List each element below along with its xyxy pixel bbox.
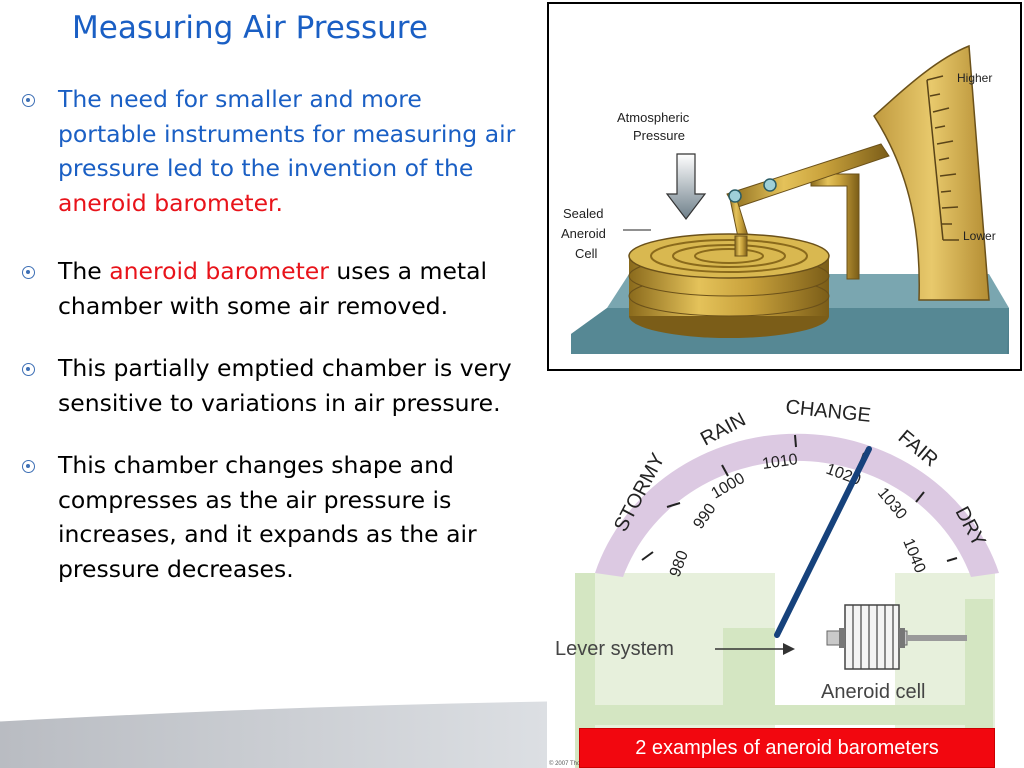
slide-title: Measuring Air Pressure [72, 10, 428, 46]
dial-barometer-diagram: STORMY RAIN CHANGE FAIR DRY 980 990 1000… [547, 373, 1024, 768]
highlight-term: aneroid barometer [109, 257, 329, 285]
image-caption: 2 examples of aneroid barometers [580, 729, 994, 767]
lever-system-label: Lever system [555, 638, 674, 660]
bullet-item: This chamber changes shape and compresse… [18, 448, 518, 586]
pressure-1010: 1010 [761, 451, 799, 473]
bullet-text: This chamber changes shape and compresse… [58, 451, 477, 583]
bullet-item: The aneroid barometer uses a metal chamb… [18, 254, 518, 323]
aneroid-cell-label: Aneroid cell [821, 681, 926, 703]
copyright-text: © 2007 Tho [549, 760, 581, 767]
footer-swoosh [0, 698, 547, 768]
higher-label: Higher [957, 71, 992, 85]
bullet-text: The need for smaller and more portable i… [58, 85, 516, 182]
cell-label: Cell [575, 246, 598, 261]
bullet-text: The [58, 257, 110, 285]
bullet-icon [22, 363, 35, 376]
sealed-label: Sealed [563, 206, 603, 221]
bullet-text: This partially emptied chamber is very s… [58, 354, 512, 417]
bullet-item: This partially emptied chamber is very s… [18, 351, 518, 420]
bullet-icon [22, 266, 35, 279]
atmospheric-label: Atmospheric [617, 110, 690, 125]
bullet-icon [22, 460, 35, 473]
change-label: CHANGE [784, 396, 871, 427]
bullet-icon [22, 94, 35, 107]
pressure-990: 990 [690, 501, 719, 533]
bullet-text: uses a metal chamber with some air remov… [58, 257, 488, 320]
pressure-label: Pressure [633, 128, 685, 143]
bullet-list: The need for smaller and more portable i… [18, 82, 518, 586]
lower-label: Lower [963, 229, 996, 243]
pressure-1040: 1040 [899, 536, 928, 575]
aneroid-barometer-illustration: Higher Lower Atmospheric Pressure Sealed… [547, 2, 1022, 371]
bullet-item: The need for smaller and more portable i… [18, 82, 518, 220]
highlight-term: aneroid barometer. [58, 188, 284, 217]
aneroid-label: Aneroid [561, 226, 606, 241]
